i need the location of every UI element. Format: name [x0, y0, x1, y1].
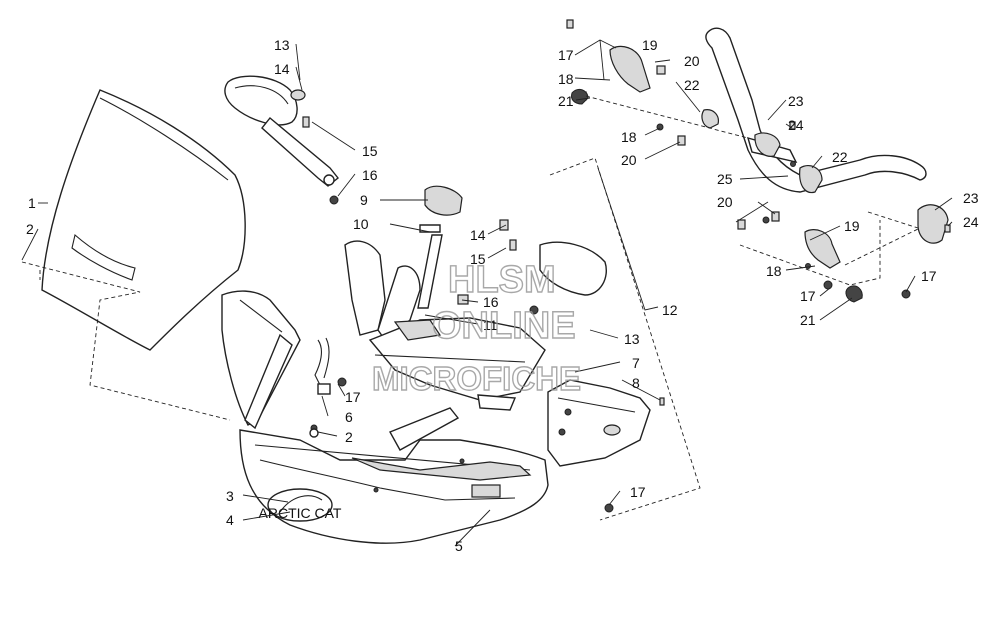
- callout-16: 16: [483, 294, 499, 310]
- callout-17: 17: [800, 288, 816, 304]
- callout-19: 19: [642, 37, 658, 53]
- callout-18: 18: [558, 71, 574, 87]
- watermark-line-3: MICROFICHE: [372, 360, 581, 397]
- callout-4: 4: [226, 512, 234, 528]
- callout-20: 20: [621, 152, 637, 168]
- callout-15: 15: [362, 143, 378, 159]
- callout-6: 6: [345, 409, 353, 425]
- callout-22: 22: [832, 149, 848, 165]
- watermark: HLSM ONLINE MICROFICHE: [371, 258, 581, 397]
- callout-17: 17: [345, 389, 361, 405]
- callout-11: 11: [483, 317, 498, 333]
- callout-21: 21: [558, 93, 574, 109]
- watermark-line-1: HLSM: [448, 259, 556, 301]
- callout-9: 9: [360, 192, 368, 208]
- callout-12: 12: [662, 302, 678, 318]
- callout-23: 23: [963, 190, 979, 206]
- callout-labels: 1 2 13 14 15 16 9 10 14 15 16 11 12 13 7…: [26, 37, 979, 554]
- callout-14: 14: [274, 61, 290, 77]
- callout-3: 3: [226, 488, 234, 504]
- callout-19: 19: [844, 218, 860, 234]
- handlebar: [566, 19, 951, 303]
- callout-14: 14: [470, 227, 486, 243]
- callout-17: 17: [921, 268, 937, 284]
- callout-18: 18: [621, 129, 637, 145]
- callout-24: 24: [788, 117, 804, 133]
- callout-20: 20: [684, 53, 700, 69]
- callout-18: 18: [766, 263, 782, 279]
- callout-13: 13: [274, 37, 290, 53]
- side-panel-right: [547, 379, 665, 513]
- leader-lines: [21, 39, 953, 547]
- callout-24: 24: [963, 214, 979, 230]
- callout-20: 20: [717, 194, 733, 210]
- callout-10: 10: [353, 216, 369, 232]
- instrument-panel: [309, 185, 607, 438]
- callout-21: 21: [800, 312, 816, 328]
- brand-badge-text: ARCTIC CAT: [259, 505, 342, 521]
- callout-15: 15: [470, 251, 486, 267]
- mirror-left: [224, 75, 339, 205]
- callout-5: 5: [455, 538, 463, 554]
- windshield: [41, 89, 246, 351]
- callout-7: 7: [632, 355, 640, 371]
- callout-17: 17: [630, 484, 646, 500]
- callout-17: 17: [558, 47, 574, 63]
- callout-2: 2: [26, 221, 34, 237]
- watermark-line-2: ONLINE: [432, 305, 576, 347]
- callout-8: 8: [632, 375, 640, 391]
- callout-25: 25: [717, 171, 733, 187]
- callout-2: 2: [345, 429, 353, 445]
- callout-22: 22: [684, 77, 700, 93]
- callout-16: 16: [362, 167, 378, 183]
- callout-13: 13: [624, 331, 640, 347]
- callout-23: 23: [788, 93, 804, 109]
- callout-1: 1: [28, 195, 36, 211]
- hood-nose: ARCTIC CAT: [221, 290, 549, 544]
